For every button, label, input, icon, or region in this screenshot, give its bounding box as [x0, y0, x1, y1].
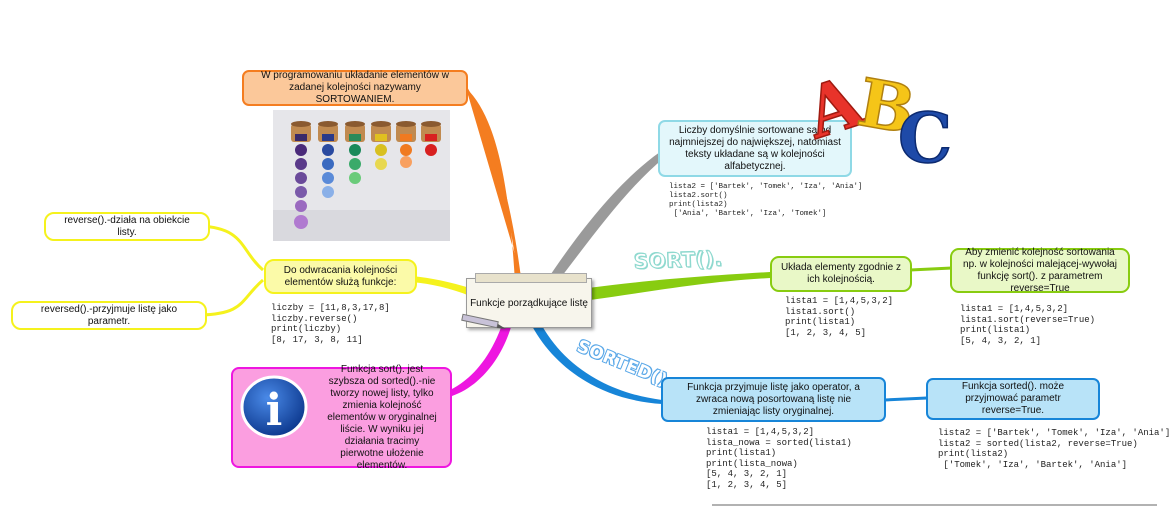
branch-green — [588, 272, 770, 300]
cups-row — [291, 121, 441, 142]
code-line: ['Ania', 'Bartek', 'Iza', 'Tomek'] — [669, 210, 827, 218]
branch-green-2 — [909, 266, 953, 272]
code-line: [5, 4, 3, 2, 1] — [960, 335, 1042, 346]
branch-yellow-down — [199, 278, 264, 317]
code-line: lista2 = ['Bartek', 'Tomek', 'Iza', 'Ani… — [938, 428, 1170, 438]
info-icon-glyph: i — [266, 385, 283, 436]
strings-code: lista2 = ['Bartek', 'Tomek', 'Iza', 'Ani… — [669, 183, 863, 219]
branch-yellow — [412, 276, 470, 296]
code-line: [1, 2, 3, 4, 5] — [706, 479, 788, 490]
branch-gray — [545, 152, 664, 285]
code-line: lista2.sort() — [669, 192, 728, 200]
sort-desc-text: Układa elementy zgodnie z ich kolejności… — [780, 262, 902, 285]
reverse-method-node[interactable]: reverse().-działa na obiekcie listy. — [44, 212, 210, 241]
code-line: print(lista1) — [960, 325, 1031, 335]
code-line: lista1 = [1,4,5,3,2] — [785, 296, 894, 306]
code-line: lista1.sort(reverse=True) — [960, 314, 1096, 325]
code-line: liczby.reverse() — [271, 313, 358, 324]
code-line: lista2 = ['Bartek', 'Tomek', 'Iza', 'Ani… — [669, 183, 863, 191]
sort-desc-node[interactable]: Układa elementy zgodnie z ich kolejności… — [770, 256, 912, 292]
code-line: lista1 = [1,4,5,3,2] — [960, 304, 1069, 314]
code-line: print(lista2) — [938, 449, 1009, 459]
code-line: print(lista2) — [669, 201, 728, 209]
branch-magenta — [450, 322, 512, 396]
sort-reverse-code: lista1 = [1,4,5,3,2]lista1.sort(reverse=… — [960, 304, 1095, 346]
reverse-intro-text: Do odwracania kolejności elementów służą… — [283, 264, 398, 288]
code-line: print(lista_nowa) — [706, 458, 798, 469]
code-line: lista1.sort() — [785, 306, 856, 317]
branch-yellow-up — [199, 224, 264, 272]
sorted-desc-node[interactable]: Funkcja przyjmuje listę jako operator, a… — [661, 377, 886, 422]
info-text: Funkcja sort(). jest szybsza od sorted()… — [327, 363, 437, 471]
info-icon: i — [240, 375, 308, 439]
code-line: print(lista1) — [785, 317, 856, 327]
reversed-func-text: reversed().-przyjmuje listę jako paramet… — [40, 303, 178, 327]
code-line: lista_nowa = sorted(lista1) — [706, 437, 852, 448]
central-topic-label: Funkcje porządkujące listę — [470, 297, 588, 309]
reverse-intro-node[interactable]: Do odwracania kolejności elementów służą… — [264, 259, 417, 294]
sort-reverse-node[interactable]: Aby zmienić kolejność sortowania np. w k… — [950, 246, 1130, 294]
pencil-icon — [461, 313, 506, 329]
code-line: [1, 2, 3, 4, 5] — [785, 327, 867, 338]
code-line: print(lista1) — [706, 448, 777, 458]
code-line: liczby = [11,8,3,17,8] — [271, 303, 390, 313]
sorting-cups-photo — [273, 110, 450, 241]
branch-orange — [466, 88, 523, 282]
reverse-method-text: reverse().-działa na obiekcie listy. — [64, 214, 190, 238]
branch-orange-tip — [464, 87, 522, 283]
code-line: [8, 17, 3, 8, 11] — [271, 334, 363, 345]
sorted-reverse-code: lista2 = ['Bartek', 'Tomek', 'Iza', 'Ani… — [938, 428, 1170, 470]
sorted-code: lista1 = [1,4,5,3,2]lista_nowa = sorted(… — [706, 427, 852, 490]
default-sort-node[interactable]: Liczby domyślnie sortowane są od najmnie… — [658, 120, 852, 177]
sorted-desc-text: Funkcja przyjmuje listę jako operator, a… — [687, 381, 860, 417]
reversed-func-node[interactable]: reversed().-przyjmuje listę jako paramet… — [11, 301, 207, 330]
abc-letters-image: A B C — [794, 58, 953, 180]
code-line: lista1 = [1,4,5,3,2] — [706, 427, 815, 437]
code-line: [5, 4, 3, 2, 1] — [706, 469, 788, 479]
code-line: lista2 = sorted(lista2, reverse=True) — [938, 438, 1138, 449]
sorted-reverse-node[interactable]: Funkcja sorted(). może przyjmować parame… — [926, 378, 1100, 420]
code-line: print(liczby) — [271, 324, 342, 334]
intro-text: W programowaniu układanie elementów w za… — [261, 70, 449, 105]
default-sort-text: Liczby domyślnie sortowane są od najmnie… — [669, 124, 841, 172]
code-line: ['Tomek', 'Iza', 'Bartek', 'Ania'] — [938, 459, 1128, 470]
sort-branch-label: SORT(). — [633, 246, 724, 274]
intro-node[interactable]: W programowaniu układanie elementów w za… — [242, 70, 468, 106]
branch-blue-2 — [884, 396, 928, 402]
sort-reverse-text: Aby zmienić kolejność sortowania np. w k… — [963, 246, 1117, 294]
letter-c: C — [898, 99, 952, 179]
sort-code: lista1 = [1,4,5,3,2]lista1.sort()print(l… — [785, 296, 893, 338]
central-topic[interactable]: Funkcje porządkujące listę — [466, 273, 592, 328]
reverse-code: liczby = [11,8,3,17,8]liczby.reverse()pr… — [271, 303, 390, 345]
sorted-reverse-text: Funkcja sorted(). może przyjmować parame… — [961, 381, 1065, 416]
hearts-columns — [294, 144, 437, 229]
